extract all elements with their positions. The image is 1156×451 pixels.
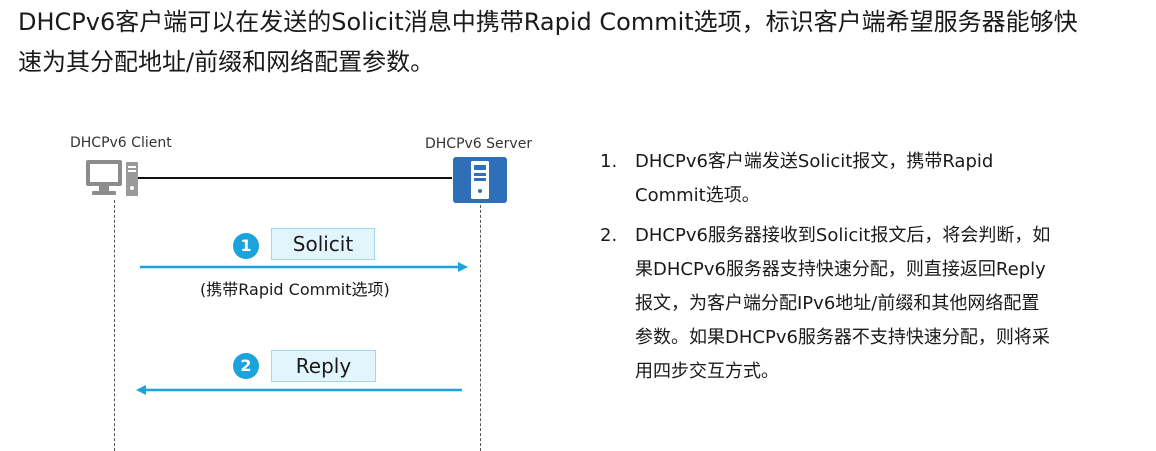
step-number: 1. <box>600 151 618 172</box>
step-1-badge: 1 <box>233 233 259 259</box>
reply-message-box: Reply <box>271 350 376 382</box>
solicit-note: (携带Rapid Commit选项) <box>200 280 390 299</box>
solicit-message-box: Solicit <box>271 228 375 260</box>
desktop-pc-icon <box>86 160 138 196</box>
step-text-line: DHCPv6服务器接收到Solicit报文后，将会判断，如 <box>635 225 1051 246</box>
intro-paragraph: DHCPv6客户端可以在发送的Solicit消息中携带Rapid Commit选… <box>18 2 1148 82</box>
step-text-line: DHCPv6客户端发送Solicit报文，携带Rapid <box>635 151 994 172</box>
intro-line-2: 速为其分配地址/前缀和网络配置参数。 <box>18 48 435 76</box>
step-number: 2. <box>600 225 618 246</box>
client-lifeline <box>114 200 115 451</box>
solicit-arrow-right <box>140 262 468 272</box>
step-2-badge: 2 <box>233 353 259 379</box>
step-text-line: 参数。如果DHCPv6服务器不支持快速分配，则将采 <box>635 327 1050 348</box>
steps-list: 1. DHCPv6客户端发送Solicit报文，携带Rapid Commit选项… <box>600 145 1140 395</box>
step-text-line: Commit选项。 <box>635 185 760 206</box>
step-item-1: 1. DHCPv6客户端发送Solicit报文，携带Rapid Commit选项… <box>600 145 1140 213</box>
network-link-line <box>138 177 452 179</box>
server-tower-icon <box>453 157 507 203</box>
reply-arrow-left <box>136 385 462 395</box>
step-text-line: 果DHCPv6服务器支持快速分配，则直接返回Reply <box>635 259 1046 280</box>
server-lifeline <box>480 200 481 451</box>
client-label: DHCPv6 Client <box>70 135 172 151</box>
step-item-2: 2. DHCPv6服务器接收到Solicit报文后，将会判断，如 果DHCPv6… <box>600 219 1140 389</box>
step-text-line: 用四步交互方式。 <box>635 361 779 382</box>
step-text-line: 报文，为客户端分配IPv6地址/前缀和其他网络配置 <box>635 293 1040 314</box>
server-label: DHCPv6 Server <box>425 136 533 152</box>
intro-line-1: DHCPv6客户端可以在发送的Solicit消息中携带Rapid Commit选… <box>18 8 1078 36</box>
